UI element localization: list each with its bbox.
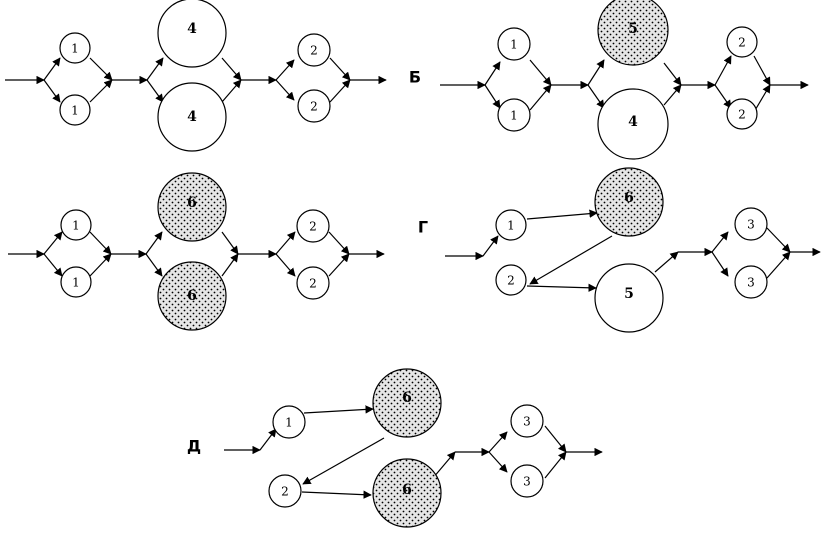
node-v6-top-label: 6 (187, 195, 197, 211)
panel-b-letter: Б (409, 68, 421, 87)
panel-a: 1 1 4 4 2 2 (5, 0, 387, 152)
node-g3-bottom-label: 3 (747, 276, 755, 290)
node-g2 (495, 264, 527, 296)
node-v2-top (296, 209, 330, 243)
node-a1-top (59, 32, 91, 64)
node-b1-top-label: 1 (510, 38, 518, 52)
node-d2-label: 2 (281, 485, 289, 499)
node-b1-bottom (497, 98, 531, 132)
node-g2-label: 2 (507, 274, 515, 288)
panel-b: Б 1 1 5 4 2 2 (409, 0, 809, 160)
node-d3-bottom-label: 3 (523, 475, 531, 489)
node-a4-top-label: 4 (187, 21, 197, 37)
node-g6-hatched (594, 167, 664, 237)
node-a2-top (297, 33, 331, 67)
node-b2-top (726, 26, 758, 58)
node-v1-top-label: 1 (72, 219, 80, 233)
node-g5-label: 5 (624, 286, 634, 302)
node-v1-top (60, 209, 92, 241)
node-a4-top (157, 0, 227, 68)
node-v2-bottom-label: 2 (309, 277, 317, 291)
node-d6-top-label: 6 (402, 390, 412, 406)
node-g1-label: 1 (507, 219, 515, 233)
node-a1-bottom-label: 1 (71, 104, 79, 118)
node-v6-bottom-label: 6 (187, 288, 197, 304)
node-g3-top (734, 207, 768, 241)
node-a4-bottom-label: 4 (187, 109, 197, 125)
node-g6-label: 6 (624, 190, 634, 206)
node-a1-bottom (59, 94, 91, 126)
node-a2-bottom (297, 89, 331, 123)
node-b4-label: 4 (628, 114, 638, 130)
node-d3-top (510, 404, 544, 438)
node-g5 (594, 263, 664, 333)
node-d1-label: 1 (285, 416, 293, 430)
node-a4-bottom (157, 82, 227, 152)
panel-g-letter: Г (418, 218, 428, 237)
node-d3-top-label: 3 (523, 415, 531, 429)
node-d1 (272, 405, 306, 439)
node-v2-bottom (296, 266, 330, 300)
node-b5-hatched (597, 0, 669, 66)
node-d6-top-hatched (372, 368, 442, 438)
node-b2-top-label: 2 (738, 36, 746, 50)
node-v1-bottom-label: 1 (72, 276, 80, 290)
node-b2-bottom (726, 98, 758, 130)
node-b1-top (497, 27, 531, 61)
node-d2 (268, 474, 302, 508)
node-b2-bottom-label: 2 (738, 108, 746, 122)
node-g1 (495, 209, 527, 241)
node-d3-bottom (510, 464, 544, 498)
panel-g: Г 1 2 6 5 3 3 (418, 167, 821, 333)
node-b5-label: 5 (628, 21, 638, 37)
node-v6-top-hatched (157, 172, 227, 242)
panel-v: 1 1 6 6 2 2 (8, 172, 385, 331)
panel-d: Д 1 2 6 6 3 3 (187, 368, 603, 528)
node-v6-bottom-hatched (157, 261, 227, 331)
node-a2-top-label: 2 (310, 44, 318, 58)
node-g3-bottom (734, 265, 768, 299)
node-g3-top-label: 3 (747, 218, 755, 232)
node-b1-bottom-label: 1 (510, 109, 518, 123)
panel-d-letter: Д (187, 437, 201, 456)
node-v1-bottom (60, 266, 92, 298)
node-v2-top-label: 2 (309, 220, 317, 234)
node-a1-top-label: 1 (71, 42, 79, 56)
node-b4 (597, 88, 669, 160)
node-a2-bottom-label: 2 (310, 100, 318, 114)
node-d6-bottom-hatched (372, 458, 442, 528)
node-d6-bottom-label: 6 (402, 482, 412, 498)
